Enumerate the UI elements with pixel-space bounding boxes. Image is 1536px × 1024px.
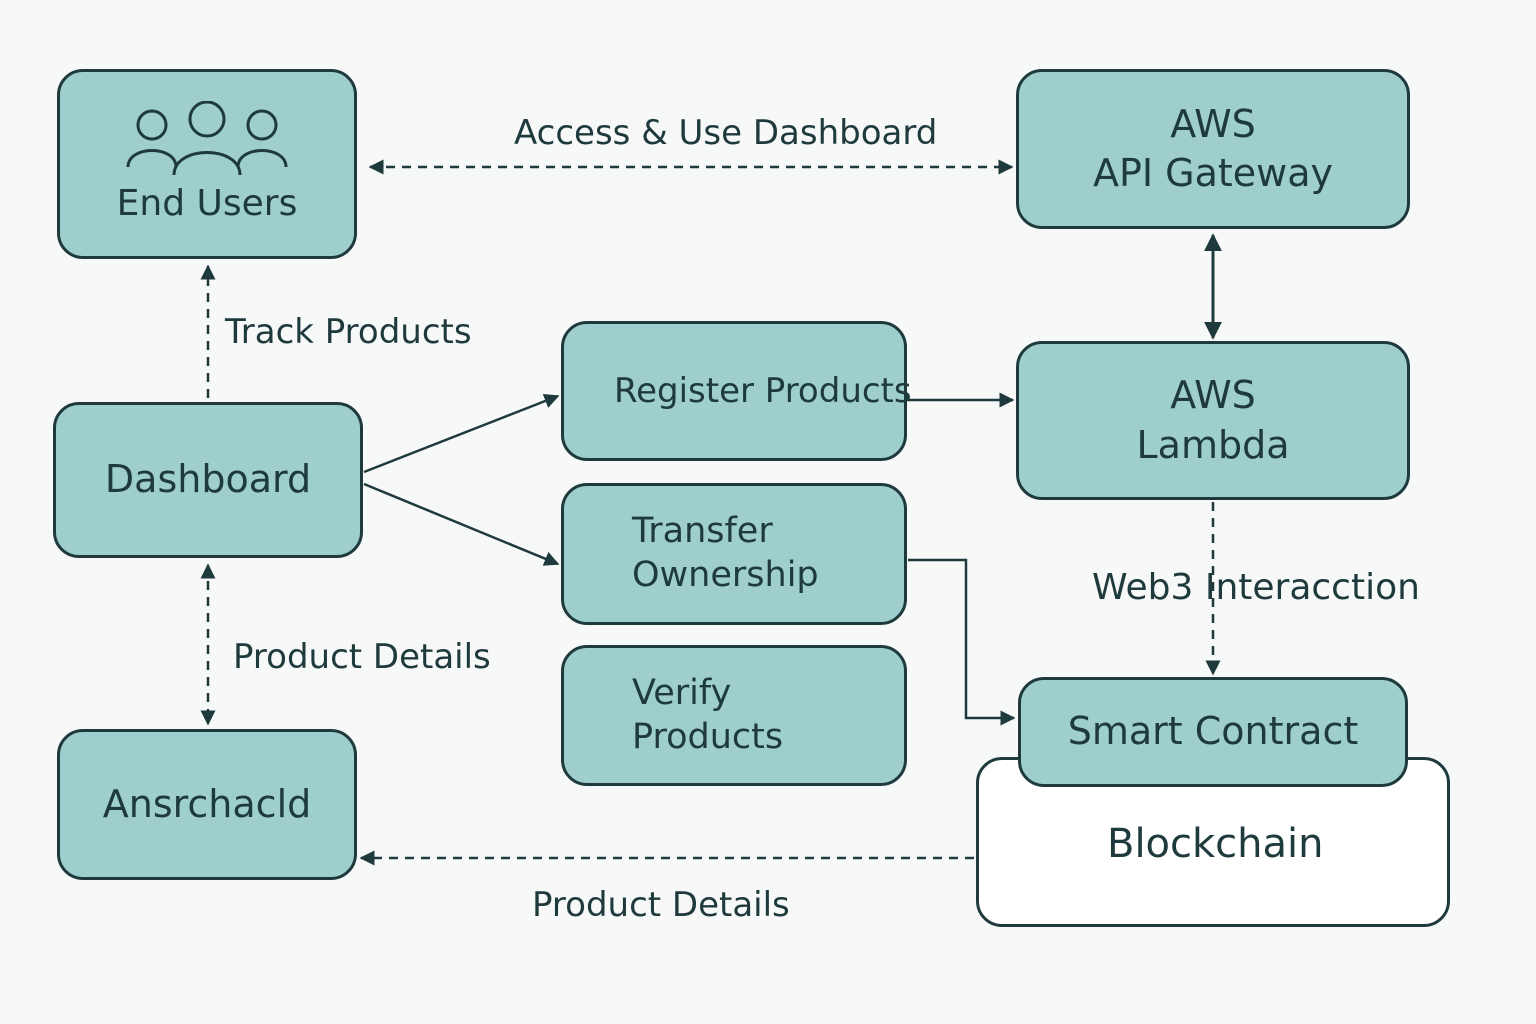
verify-products-line2: Products <box>632 716 784 757</box>
aws-lambda-line2: Lambda <box>1136 422 1290 467</box>
dashboard-node[interactable]: Dashboard <box>53 402 363 558</box>
register-products-label: Register Products <box>614 370 912 411</box>
aws-api-gateway-line1: AWS <box>1170 101 1256 146</box>
edge-label-track-products: Track Products <box>225 312 472 352</box>
end-users-node[interactable]: End Users <box>57 69 357 259</box>
edge-label-product-details-vertical: Product Details <box>233 637 491 677</box>
register-products-node[interactable]: Register Products <box>561 321 912 461</box>
users-icon <box>126 100 288 175</box>
smart-contract-label: Smart Contract <box>1067 709 1359 754</box>
aws-api-gateway-line2: API Gateway <box>1092 151 1334 195</box>
edge-label-access-dashboard: Access & Use Dashboard <box>514 113 938 153</box>
edge-dashboard-register <box>363 393 560 474</box>
verify-products-node[interactable]: Verify Products <box>561 645 907 786</box>
edge-dashboard-transfer <box>363 482 560 566</box>
dashboard-label: Dashboard <box>104 457 312 502</box>
edge-label-product-details-bottom: Product Details <box>532 885 790 925</box>
aws-api-gateway-node[interactable]: AWS API Gateway <box>1016 69 1410 229</box>
verify-products-line1: Verify <box>632 672 732 713</box>
aws-lambda-line1: AWS <box>1170 373 1256 418</box>
transfer-ownership-line1: Transfer <box>632 511 773 552</box>
end-users-label: End Users <box>116 182 298 224</box>
blockchain-label: Blockchain <box>1107 821 1324 867</box>
edge-transfer-contract <box>908 558 1016 726</box>
ansrchacld-node[interactable]: Ansrchacld <box>57 729 357 880</box>
smart-contract-node[interactable]: Smart Contract <box>1018 677 1408 787</box>
edge-label-web3-interaction: Web3 Interacction <box>1092 567 1420 608</box>
transfer-ownership-node[interactable]: Transfer Ownership <box>561 483 907 625</box>
ansrchacld-label: Ansrchacld <box>102 781 312 826</box>
aws-lambda-node[interactable]: AWS Lambda <box>1016 341 1410 500</box>
transfer-ownership-line2: Ownership <box>632 555 819 595</box>
